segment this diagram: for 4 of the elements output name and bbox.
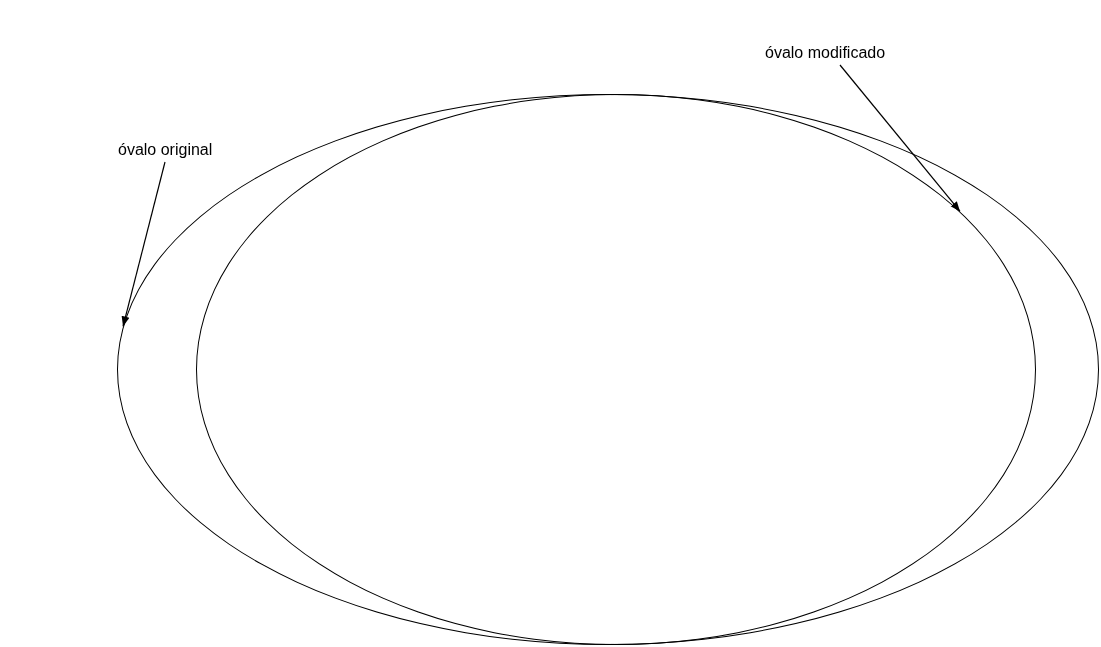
leader-arrow bbox=[839, 64, 961, 213]
label-text: óvalo original bbox=[118, 140, 213, 160]
leader-arrow bbox=[121, 161, 166, 327]
label-text: óvalo modificado bbox=[765, 43, 886, 63]
